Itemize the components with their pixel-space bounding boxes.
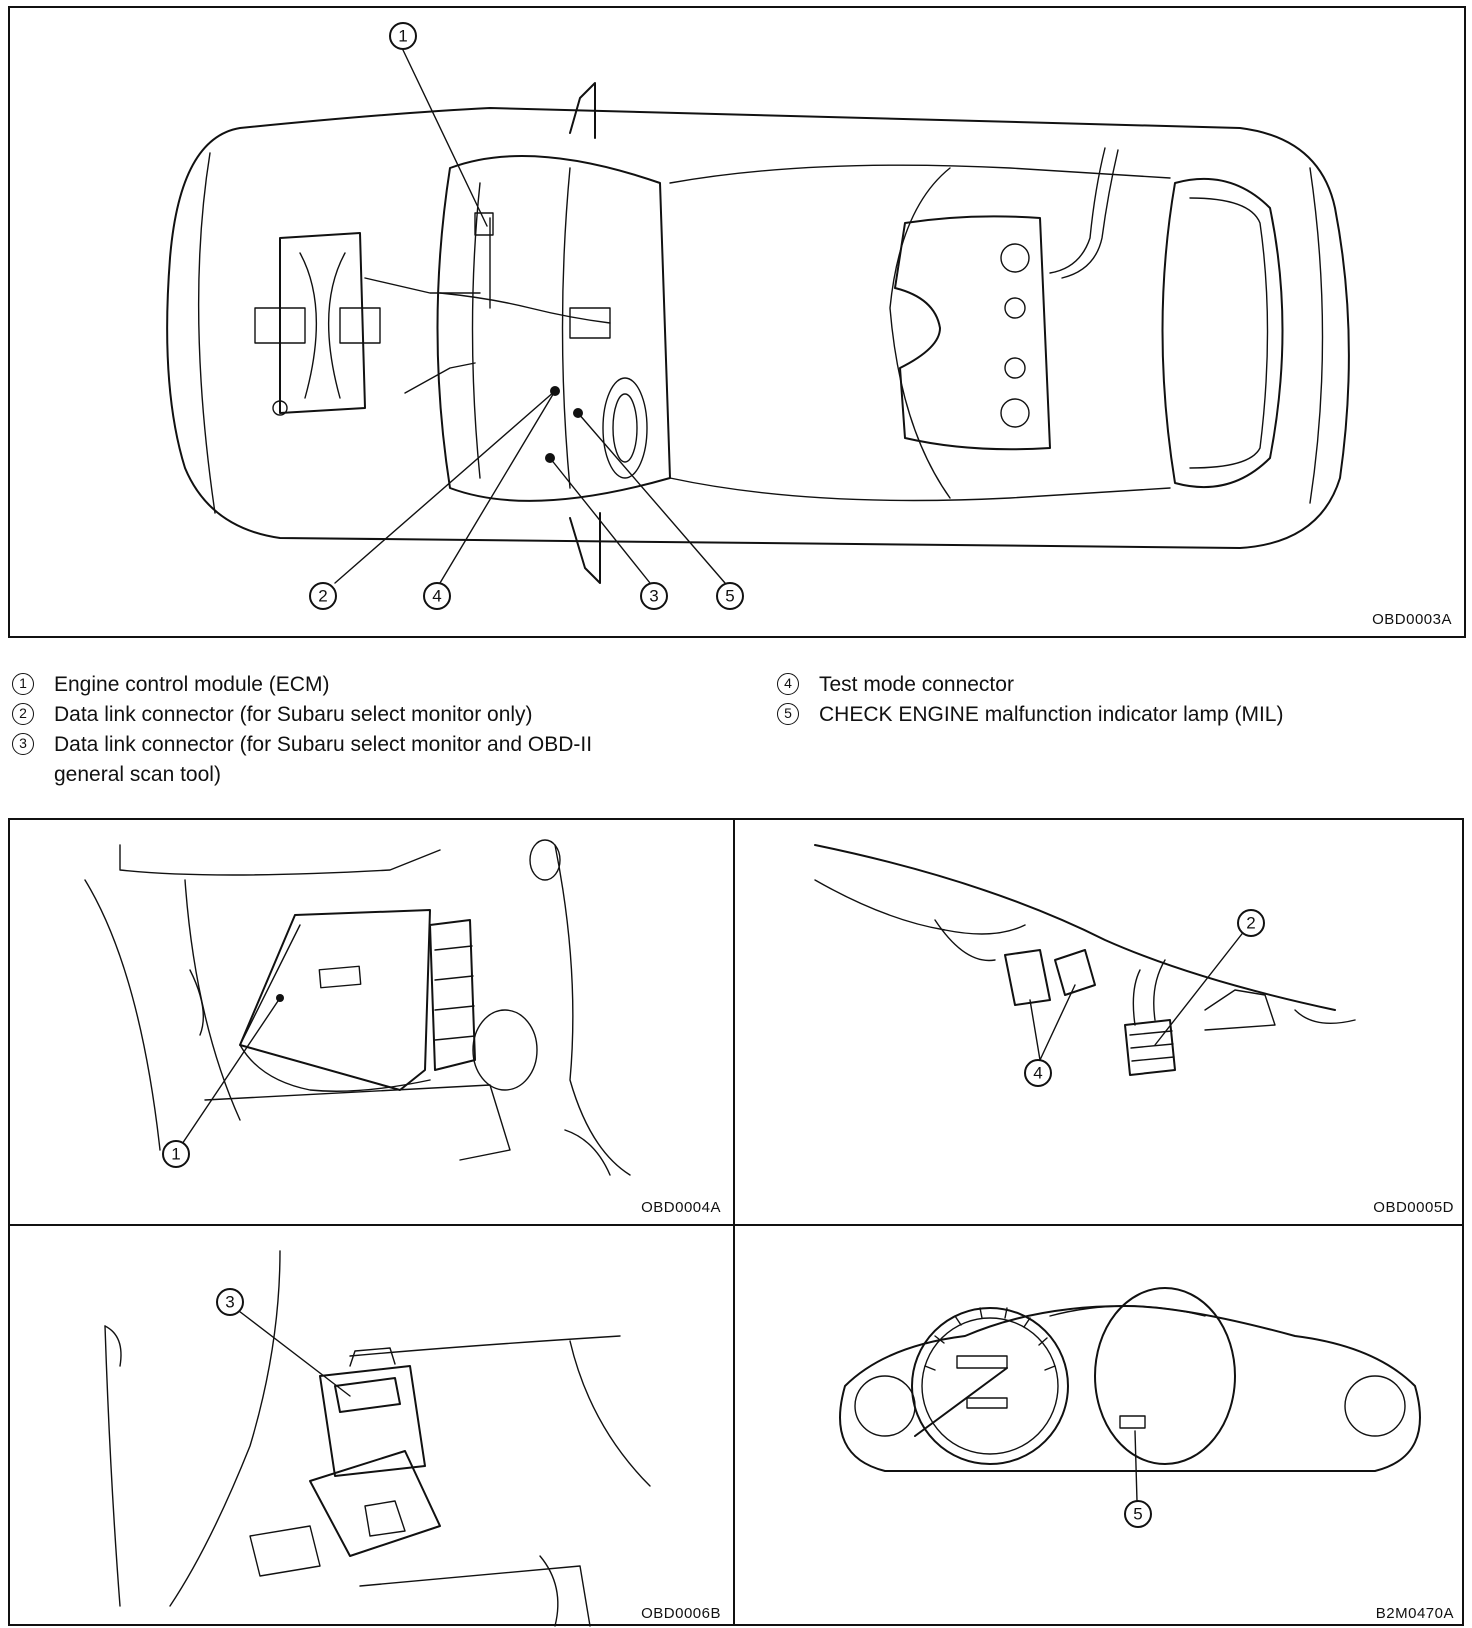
ecm-box [239, 909, 431, 1091]
detail-grid-frame: 1 OBD0004A 2 4 [8, 818, 1466, 1628]
svg-text:1: 1 [398, 27, 407, 46]
panel-ecm: 1 OBD0004A [10, 820, 733, 1224]
legend-text: general scan tool) [54, 763, 221, 786]
fuel-tank [894, 215, 1051, 451]
vehicle-overview-frame: 1 2 4 3 5 OBD0003A [8, 6, 1466, 638]
svg-text:4: 4 [432, 587, 441, 606]
legend-num: 4 [777, 673, 799, 695]
dashboard-underside [814, 844, 1336, 1011]
ecm-drawing: 1 [84, 839, 631, 1176]
test-mode-connector-b [1054, 949, 1096, 996]
cluster-housing [839, 1305, 1421, 1472]
legend: 1 Engine control module (ECM) 2 Data lin… [12, 670, 1462, 800]
left-gauge [854, 1375, 916, 1437]
svg-text:2: 2 [1246, 914, 1255, 933]
panel-obd-callout: 3 [216, 1288, 244, 1316]
panel-ecm-code: OBD0004A [641, 1199, 721, 1216]
legend-text: Test mode connector [819, 673, 1014, 696]
overview-figure-code: OBD0003A [1372, 611, 1452, 628]
panel-cluster-callout: 5 [1124, 1500, 1152, 1528]
wiring-harness [439, 292, 611, 324]
svg-text:5: 5 [725, 587, 734, 606]
legend-text: CHECK ENGINE malfunction indicator lamp … [819, 703, 1284, 726]
panel-data-link-connector: 2 4 OBD0005D [735, 820, 1466, 1224]
panel-dlc-callout-2: 2 [1237, 909, 1265, 937]
panel-dlc-code: OBD0005D [1373, 1199, 1454, 1216]
ecm-connector [429, 919, 476, 1071]
panel-cluster-code: B2M0470A [1375, 1605, 1454, 1622]
svg-text:4: 4 [1033, 1064, 1042, 1083]
windshield-outline [436, 155, 671, 502]
panel-obd-code: OBD0006B [641, 1605, 721, 1622]
svg-text:3: 3 [649, 587, 658, 606]
overview-callout-2: 2 [309, 582, 337, 610]
dash-underside-drawing: 2 4 [814, 844, 1356, 1087]
legend-text: Engine control module (ECM) [54, 673, 330, 696]
car-body-outline [166, 107, 1350, 549]
data-link-connector-2 [1124, 1019, 1176, 1076]
panel-dlc-callout-4: 4 [1024, 1059, 1052, 1087]
overview-callout-3: 3 [640, 582, 668, 610]
tachometer [1094, 1287, 1236, 1465]
grid-divider-vertical [733, 820, 735, 1624]
svg-text:5: 5 [1133, 1505, 1142, 1524]
instrument-cluster-drawing: 5 [839, 1287, 1421, 1528]
panel-obd-connector: 3 OBD0006B [10, 1226, 733, 1628]
vehicle-top-view-drawing: 1 2 4 3 5 [166, 22, 1350, 610]
obd-connector-housing [319, 1365, 426, 1477]
svg-text:1: 1 [171, 1145, 180, 1164]
legend-text: Data link connector (for Subaru select m… [54, 733, 593, 756]
obd-connector-drawing: 3 [104, 1250, 651, 1627]
mil-indicator [1119, 1415, 1146, 1429]
legend-num: 5 [777, 703, 799, 725]
legend-num: 1 [12, 673, 34, 695]
right-gauge [1344, 1375, 1406, 1437]
side-mirror-top [569, 82, 596, 139]
legend-num: 3 [12, 733, 34, 755]
overview-callout-5: 5 [716, 582, 744, 610]
legend-text: Data link connector (for Subaru select m… [54, 703, 533, 726]
panel-ecm-callout: 1 [162, 1140, 190, 1168]
legend-num: 2 [12, 703, 34, 725]
side-mirror-bottom [569, 512, 601, 584]
test-mode-connector-a [1004, 949, 1051, 1006]
svg-text:3: 3 [225, 1293, 234, 1312]
svg-text:2: 2 [318, 587, 327, 606]
speedometer [911, 1307, 1069, 1465]
engine-block [254, 232, 481, 416]
obd-connector-cover [309, 1450, 441, 1557]
rear-window-outline [1161, 177, 1284, 489]
overview-callout-4: 4 [423, 582, 451, 610]
overview-callout-1: 1 [389, 22, 417, 50]
panel-instrument-cluster: 5 B2M0470A [735, 1226, 1466, 1628]
fuel-filler-pipe [1049, 147, 1106, 274]
grid-divider-horizontal [10, 1224, 1462, 1226]
speedometer-needle [914, 1367, 1008, 1437]
steering-wheel [602, 377, 648, 479]
obd-connector-plug [334, 1377, 401, 1413]
